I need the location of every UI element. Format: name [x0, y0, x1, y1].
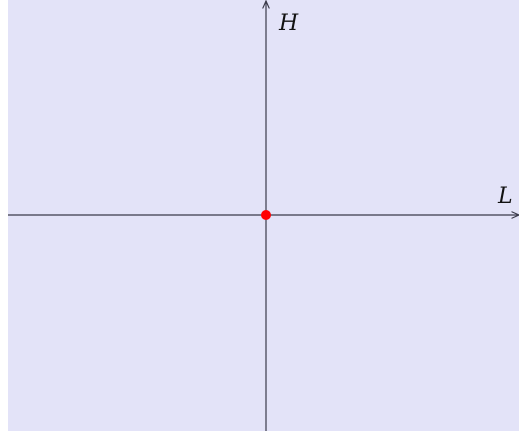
points-layer [261, 210, 271, 220]
origin-point [261, 210, 271, 220]
vertical-axis-label: H [278, 11, 299, 36]
horizontal-axis-label: L [497, 184, 513, 209]
